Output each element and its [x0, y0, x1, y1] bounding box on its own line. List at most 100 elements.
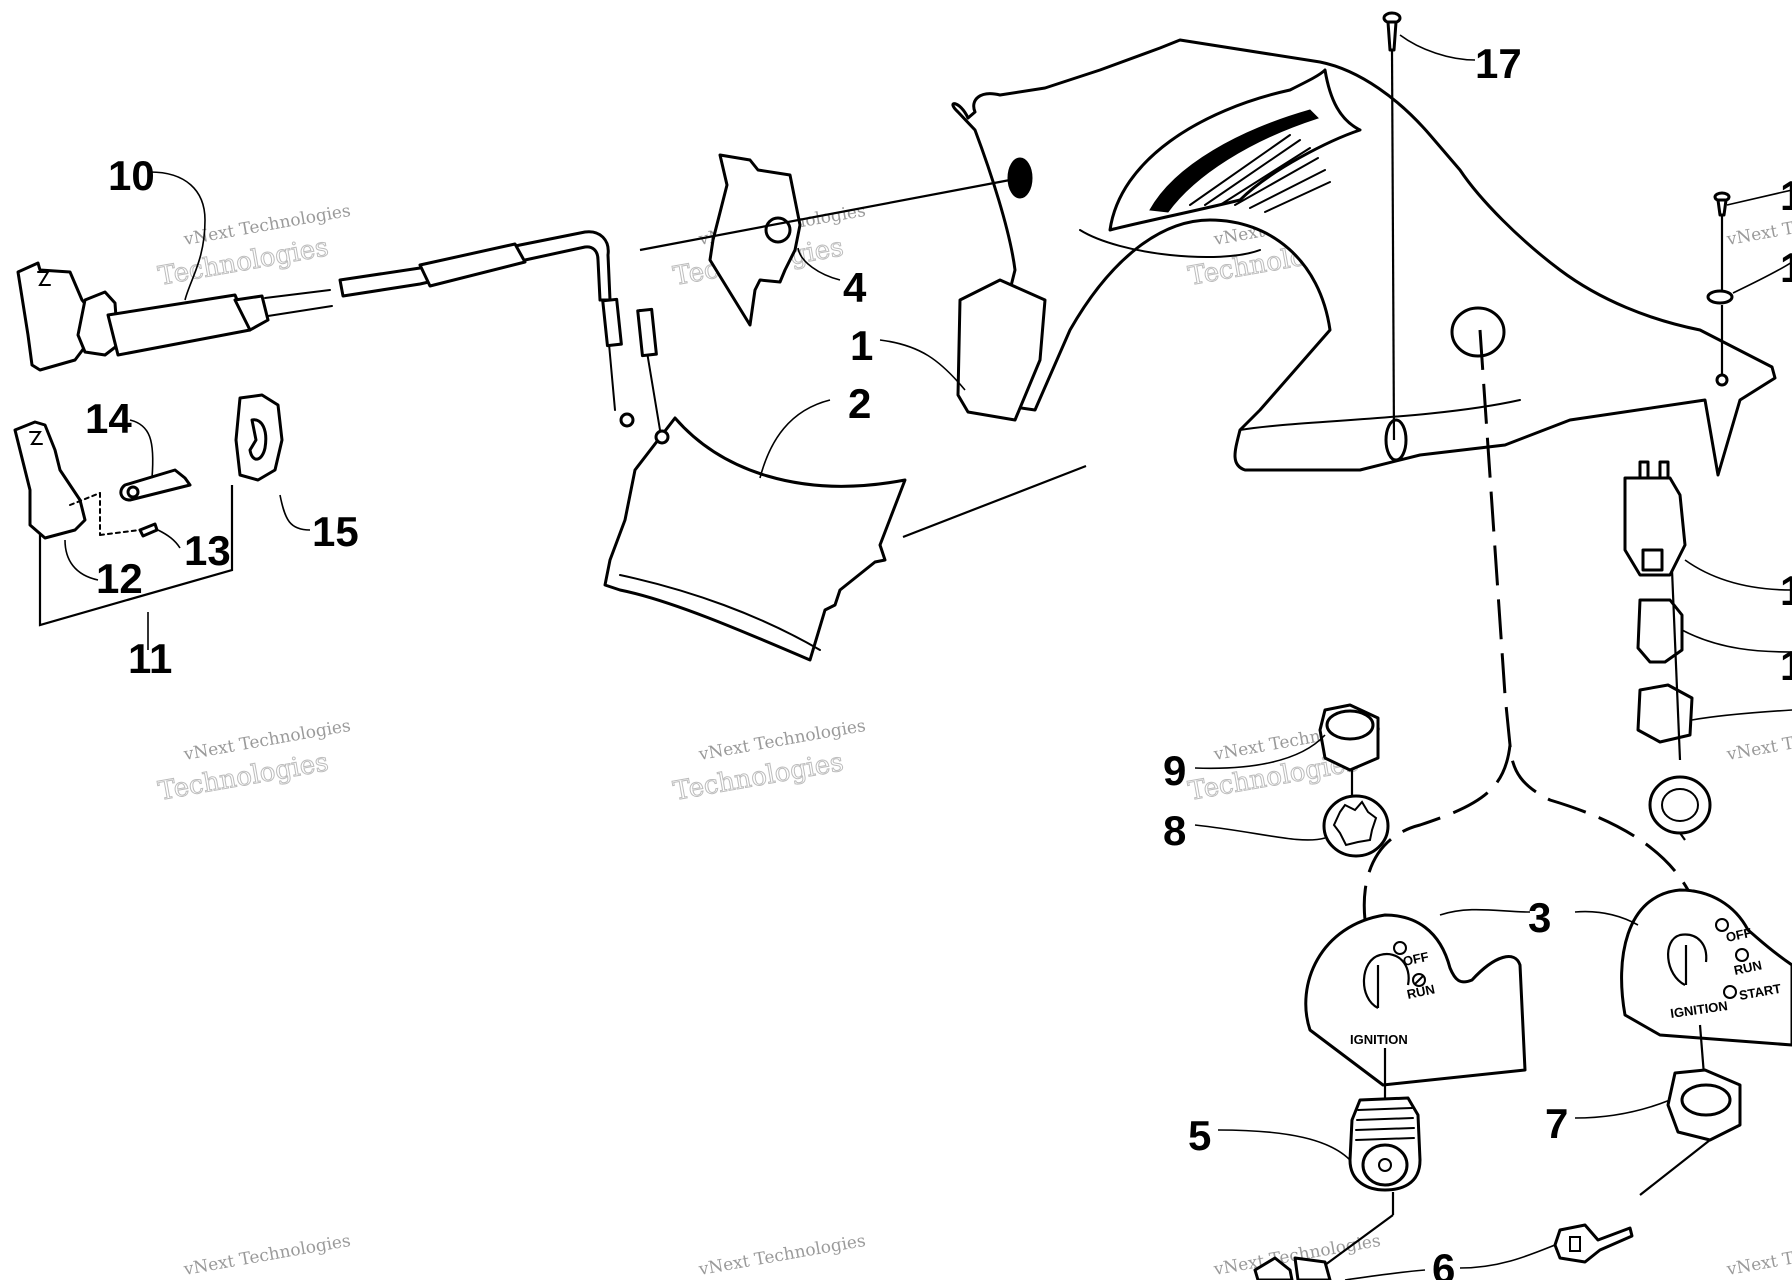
edge-screw-shank — [1716, 198, 1728, 217]
ignition-decal-right — [1620, 888, 1792, 1047]
right-label-off: OFF — [1725, 925, 1754, 945]
ignition-decal-right-dot-run — [1735, 948, 1749, 962]
console-housing-body — [951, 38, 1777, 477]
edge-switch-pin — [1658, 460, 1670, 480]
callout-15: 15 — [312, 508, 359, 555]
cable-lever-knob — [16, 261, 92, 372]
console-housing-left-hole — [1007, 157, 1033, 199]
callout-4: 4 — [843, 264, 867, 311]
wiring-line-trunk — [1478, 329, 1690, 891]
callout-edge-1: 1 — [1780, 172, 1792, 219]
key-6-left — [1253, 1256, 1294, 1280]
key-6-right — [1553, 1223, 1634, 1264]
edge-leader — [1681, 629, 1792, 653]
edge-leader — [1691, 709, 1792, 721]
edge-leader — [1732, 261, 1792, 294]
leader-13 — [157, 529, 181, 549]
ignition-switch-keyhole — [1378, 1158, 1392, 1172]
console-housing-ignition-hole — [1450, 306, 1506, 358]
watermark-text: vNext Technologies — [1724, 716, 1792, 765]
leader-9 — [1194, 734, 1326, 770]
cable-end-ball — [654, 429, 670, 445]
callout-2: 2 — [848, 380, 871, 427]
leader-14 — [129, 419, 154, 479]
leader-7 — [1574, 1099, 1671, 1119]
leader-2 — [759, 399, 831, 479]
windshield-hatching — [1189, 134, 1331, 213]
pin-13 — [138, 522, 159, 538]
watermark-text: Technologies — [671, 747, 846, 806]
edge-switch-body — [1623, 476, 1687, 577]
nut-9-top — [1325, 709, 1375, 741]
leader-3b — [1574, 910, 1639, 926]
leader-10 — [149, 171, 206, 301]
key-6-right-slot — [1569, 1236, 1581, 1252]
callout-9: 9 — [1163, 747, 1186, 794]
right-stack-axis — [1698, 1024, 1706, 1076]
cable-sleeve — [418, 242, 527, 288]
lever-12 — [13, 420, 87, 540]
part-2-lower-panel — [603, 416, 1087, 662]
ignition-decal-left-dot-run — [1414, 975, 1424, 985]
callout-14: 14 — [85, 395, 132, 442]
edge-lock-washer — [1648, 775, 1712, 835]
ignition-decal-right-dot-off — [1715, 918, 1729, 932]
nut-7-top — [1680, 1083, 1732, 1117]
cable-wire — [264, 289, 331, 299]
part-15-nut — [234, 393, 284, 482]
right-edge-parts — [1623, 189, 1792, 841]
edge-clip — [1636, 598, 1684, 664]
wiring-line-branch — [1362, 744, 1512, 921]
callout-12: 12 — [96, 555, 143, 602]
ignition-decal-right-keyslot — [1666, 933, 1708, 986]
part-7-nut — [1639, 1068, 1742, 1196]
callout-7: 7 — [1545, 1100, 1568, 1147]
leader-17 — [1399, 34, 1476, 61]
key-6-left-b — [1293, 1256, 1332, 1280]
callout-8: 8 — [1163, 807, 1186, 854]
leader-4 — [797, 247, 841, 281]
edge-stack-axis — [1679, 832, 1686, 841]
cable-end-fitting — [636, 307, 658, 358]
part-5-ignition-switch — [1324, 1096, 1422, 1266]
edge-switch-tip — [1641, 548, 1664, 572]
left-label-off: OFF — [1402, 949, 1431, 969]
ignition-decal-left — [1304, 913, 1527, 1087]
watermark-text: Technologies — [156, 232, 331, 291]
edge-lock-washer-inner — [1661, 788, 1699, 822]
part-3-ignition-decals: OFF RUN IGNITION OFF RUN START IGNITION — [1304, 888, 1792, 1100]
edge-switch-pin — [1638, 460, 1650, 480]
screw-17-shank — [1386, 20, 1398, 52]
part-17-screw — [1382, 11, 1402, 441]
screw-17-axis — [1390, 49, 1396, 441]
cable-lever-z-mark — [37, 271, 51, 286]
part-1-console-housing — [951, 38, 1777, 477]
ignition-switch-threads — [1355, 1107, 1415, 1141]
part-4-bracket-plate — [708, 153, 802, 327]
lower-panel-body — [603, 416, 907, 662]
part-11-lever-kit — [13, 420, 234, 627]
callout-17: 17 — [1475, 40, 1522, 87]
cable-guide-line — [639, 178, 1011, 252]
parts-8-9-stack — [1318, 703, 1390, 858]
ignition-decal-left-dot-off — [1393, 941, 1407, 955]
part-6-key — [1253, 1223, 1634, 1280]
callout-5: 5 — [1188, 1112, 1211, 1159]
edge-leader — [1684, 559, 1792, 591]
lower-panel-guide — [902, 464, 1087, 539]
pin-13-axis — [99, 529, 141, 536]
callout-3: 3 — [1528, 894, 1551, 941]
watermark-text: vNext Technologies — [181, 1231, 352, 1280]
callout-11: 11 — [128, 635, 172, 682]
cable-wire — [267, 305, 333, 317]
cable-end-ball — [619, 412, 635, 428]
right-label-start: START — [1738, 981, 1782, 1003]
callout-6: 6 — [1432, 1245, 1455, 1280]
console-housing-left-flange — [956, 278, 1047, 422]
watermark-text: vNext Technologies — [696, 1231, 867, 1280]
leader-1 — [879, 339, 966, 391]
edge-stack-axis — [1670, 569, 1682, 761]
washer-8-teeth — [1332, 800, 1378, 847]
